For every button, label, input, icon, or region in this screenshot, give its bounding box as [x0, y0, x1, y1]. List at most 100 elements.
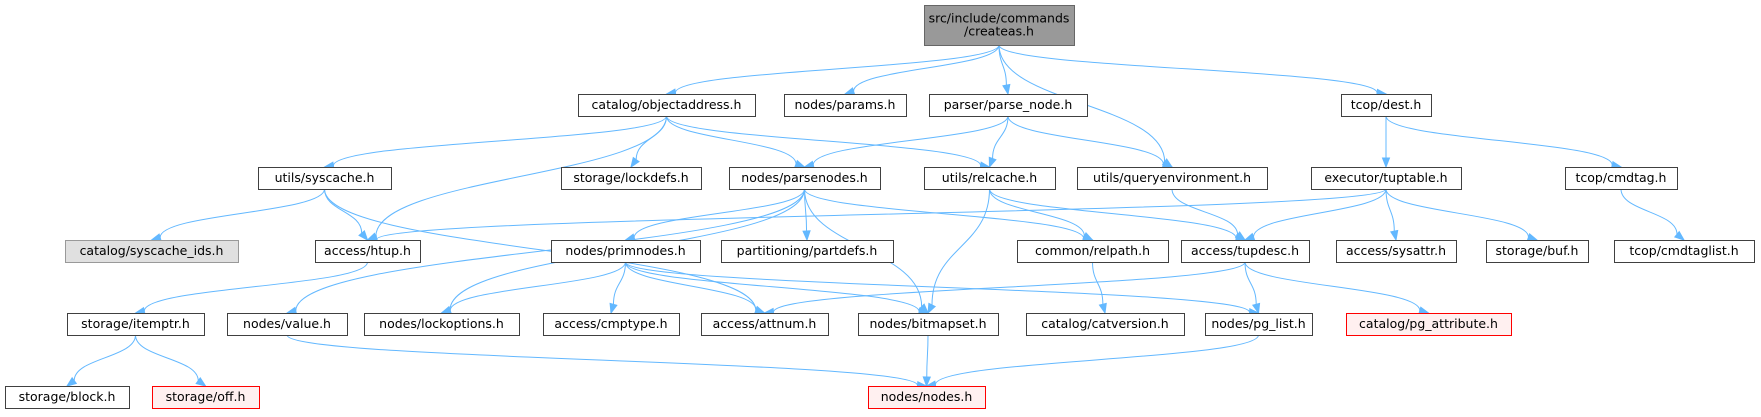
node-catversion[interactable]: catalog/catversion.h: [1026, 313, 1185, 336]
node-itemptr[interactable]: storage/itemptr.h: [67, 313, 205, 336]
node-label-off: storage/off.h: [166, 389, 246, 404]
edge-tuptable-to-buf: [1385, 188, 1529, 238]
arrowhead-syscache-to-htup: [358, 230, 369, 242]
node-label-cmdtag: tcop/cmdtag.h: [1576, 170, 1667, 185]
edge-createas-to-objectaddress: [674, 44, 1000, 93]
node-box-catversion: [1026, 313, 1185, 336]
node-box-htup: [315, 240, 421, 263]
arrowhead-primnodes-to-cmptype: [609, 302, 618, 315]
node-box-buf: [1486, 240, 1589, 263]
edge-objectaddress-to-htup: [375, 115, 667, 237]
node-dest[interactable]: tcop/dest.h: [1341, 94, 1432, 117]
arrowhead-syscache-to-syscache_ids: [150, 233, 162, 242]
edge-relcache-to-relpath: [989, 188, 1085, 237]
node-block[interactable]: storage/block.h: [5, 386, 130, 409]
node-off[interactable]: storage/off.h: [152, 386, 260, 409]
node-pg_list[interactable]: nodes/pg_list.h: [1205, 313, 1313, 336]
arrowhead-tuptable-to-tupdesc: [1243, 232, 1256, 241]
node-label-objectaddress: catalog/objectaddress.h: [592, 97, 742, 112]
edge-tupdesc-to-pg_list: [1244, 261, 1257, 305]
node-htup[interactable]: access/htup.h: [315, 240, 421, 263]
node-box-partdefs: [721, 240, 894, 263]
node-label-catversion: catalog/catversion.h: [1041, 316, 1168, 331]
node-bitmapset[interactable]: nodes/bitmapset.h: [858, 313, 999, 336]
edge-parsenodes-to-value: [295, 188, 805, 311]
node-box-params: [784, 94, 907, 117]
node-box-lockoptions: [364, 313, 520, 336]
edge-bitmapset-to-nodes_h: [926, 334, 929, 378]
node-label-createas: /createas.h: [964, 24, 1034, 39]
arrowhead-tupdesc-to-pg_attribute: [1418, 306, 1430, 315]
node-relpath[interactable]: common/relpath.h: [1017, 240, 1169, 263]
arrowhead-createas-to-params: [843, 87, 856, 96]
arrowhead-parse_node-to-relcache: [988, 156, 997, 169]
arrowhead-relcache-to-bitmapset: [927, 302, 937, 315]
node-box-relpath: [1017, 240, 1169, 263]
node-lockoptions[interactable]: nodes/lockoptions.h: [364, 313, 520, 336]
node-queryenvironment[interactable]: utils/queryenvironment.h: [1077, 167, 1268, 190]
node-box-pg_list: [1205, 313, 1313, 336]
arrowhead-objectaddress-to-parsenodes: [794, 159, 806, 168]
node-lockdefs[interactable]: storage/lockdefs.h: [561, 167, 702, 190]
node-box-createas: [924, 5, 1075, 46]
node-attnum[interactable]: access/attnum.h: [701, 313, 829, 336]
node-box-sysattr: [1336, 240, 1457, 263]
edge-syscache-to-htup: [324, 188, 363, 234]
node-objectaddress[interactable]: catalog/objectaddress.h: [578, 94, 756, 117]
node-nodes_h[interactable]: nodes/nodes.h: [868, 386, 986, 409]
node-label-block: storage/block.h: [19, 389, 116, 404]
node-box-lockdefs: [561, 167, 702, 190]
arrowhead-primnodes-to-lockoptions: [440, 306, 452, 315]
node-box-parsenodes: [729, 167, 881, 190]
edge-pg_list-to-nodes_h: [934, 334, 1259, 385]
node-primnodes[interactable]: nodes/primnodes.h: [551, 240, 701, 263]
edge-primnodes-to-lockoptions: [449, 261, 626, 311]
node-box-syscache: [258, 167, 392, 190]
edges-layer: [65, 44, 1686, 390]
edge-syscache-to-attnum: [324, 188, 757, 311]
node-tuptable[interactable]: executor/tuptable.h: [1311, 167, 1462, 190]
node-label-buf: storage/buf.h: [1496, 243, 1579, 258]
edge-parsenodes-to-primnodes: [633, 188, 805, 238]
node-label-cmdtaglist: tcop/cmdtaglist.h: [1629, 243, 1738, 258]
node-parse_node[interactable]: parser/parse_node.h: [929, 94, 1088, 117]
node-label-sysattr: access/sysattr.h: [1346, 243, 1446, 258]
node-cmptype[interactable]: access/cmptype.h: [543, 313, 680, 336]
node-box-objectaddress: [578, 94, 756, 117]
edge-createas-to-dest: [998, 44, 1378, 94]
node-sysattr[interactable]: access/sysattr.h: [1336, 240, 1457, 263]
node-cmdtag[interactable]: tcop/cmdtag.h: [1565, 167, 1678, 190]
node-buf[interactable]: storage/buf.h: [1486, 240, 1589, 263]
node-partdefs[interactable]: partitioning/partdefs.h: [721, 240, 894, 263]
node-value[interactable]: nodes/value.h: [227, 313, 348, 336]
edge-primnodes-to-bitmapset: [625, 261, 920, 312]
edge-createas-to-params: [853, 44, 1000, 92]
edge-objectaddress-to-syscache: [332, 115, 667, 166]
node-label-dest: tcop/dest.h: [1351, 97, 1422, 112]
node-box-relcache: [924, 167, 1056, 190]
node-relcache[interactable]: utils/relcache.h: [924, 167, 1056, 190]
edge-tupdesc-to-pg_attribute: [1244, 261, 1421, 311]
node-tupdesc[interactable]: access/tupdesc.h: [1181, 240, 1310, 263]
edge-tuptable-to-tupdesc: [1252, 188, 1387, 238]
node-parsenodes[interactable]: nodes/parsenodes.h: [729, 167, 881, 190]
node-label-lockoptions: nodes/lockoptions.h: [379, 316, 504, 331]
node-syscache_ids[interactable]: catalog/syscache_ids.h: [65, 240, 239, 263]
edge-tuptable-to-sysattr: [1385, 188, 1395, 232]
edge-objectaddress-to-parsenodes: [666, 115, 797, 164]
node-box-cmptype: [543, 313, 680, 336]
node-box-value: [227, 313, 348, 336]
node-box-cmdtag: [1565, 167, 1678, 190]
arrowhead-objectaddress-to-lockdefs: [630, 156, 640, 169]
edge-dest-to-cmdtag: [1385, 115, 1613, 166]
arrowhead-tuptable-to-sysattr: [1390, 229, 1399, 242]
node-pg_attribute[interactable]: catalog/pg_attribute.h: [1346, 313, 1512, 336]
node-label-queryenvironment: utils/queryenvironment.h: [1093, 170, 1251, 185]
node-params[interactable]: nodes/params.h: [784, 94, 907, 117]
node-syscache[interactable]: utils/syscache.h: [258, 167, 392, 190]
node-label-nodes_h: nodes/nodes.h: [881, 389, 973, 404]
arrowhead-queryenvironment-to-tupdesc: [1234, 231, 1247, 241]
edge-htup-to-itemptr: [143, 261, 368, 312]
node-cmdtaglist[interactable]: tcop/cmdtaglist.h: [1614, 240, 1755, 263]
node-box-attnum: [701, 313, 829, 336]
